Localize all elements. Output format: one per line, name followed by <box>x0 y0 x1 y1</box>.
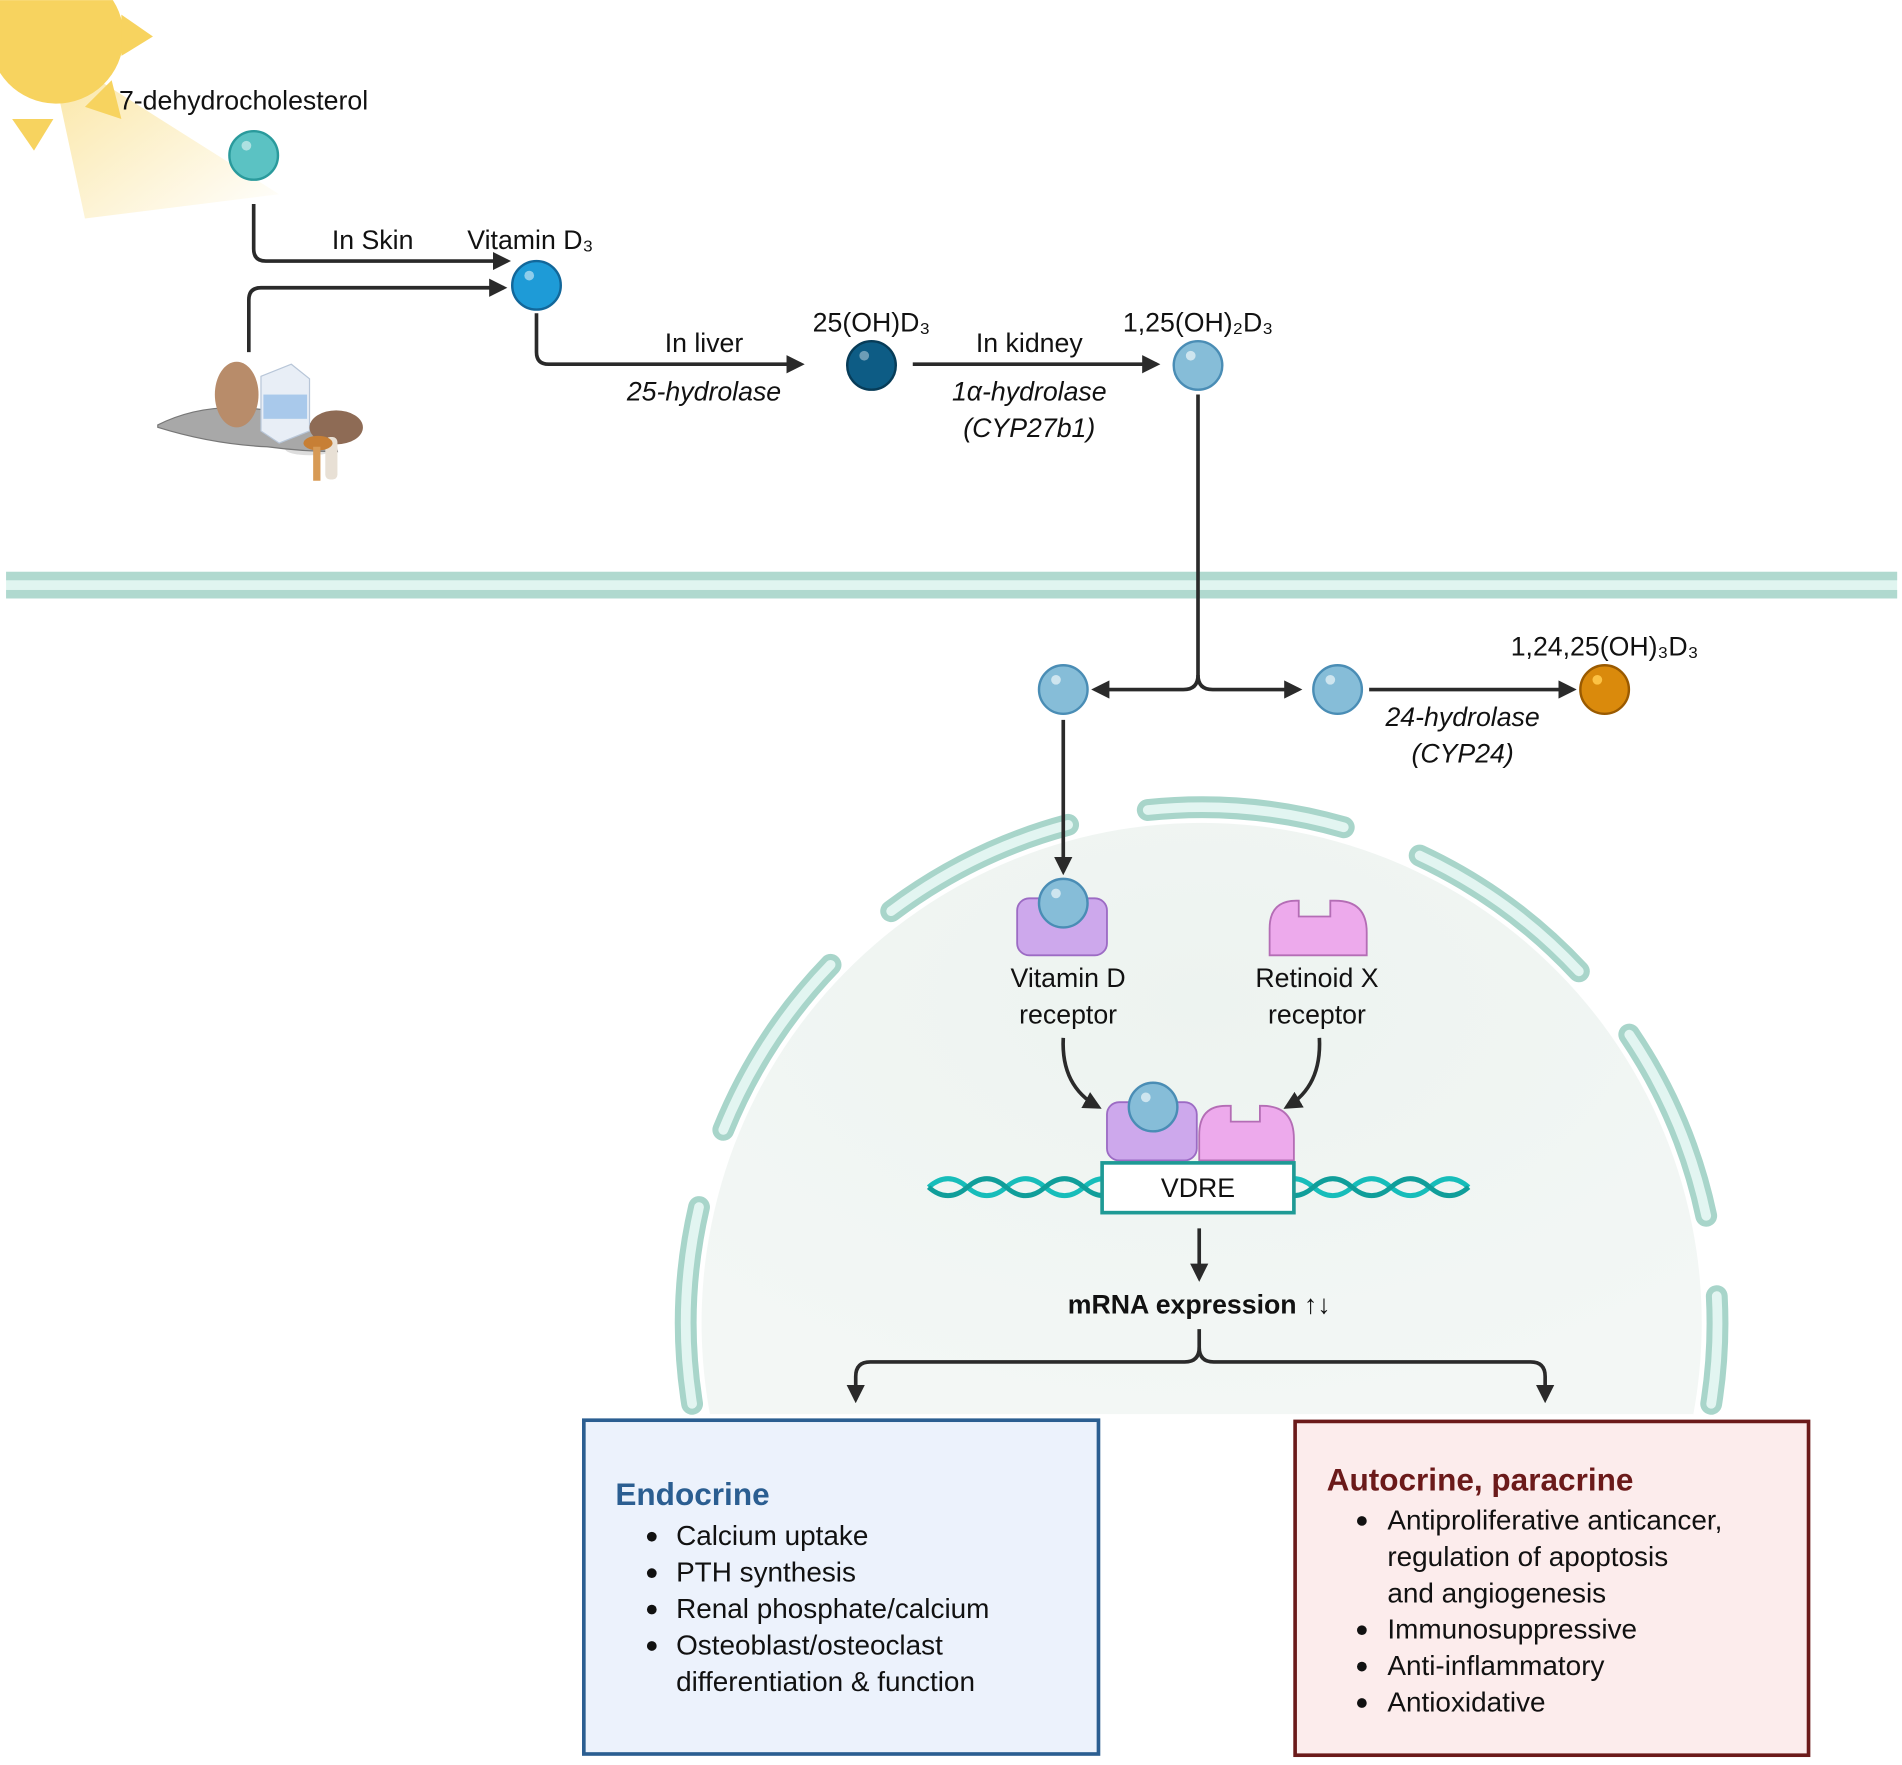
vdre-box <box>1100 1161 1296 1215</box>
endocrine-effects-box: Endocrine Calcium uptake PTH synthesis R… <box>582 1418 1101 1756</box>
rxr-binding-arrow <box>1283 1037 1322 1109</box>
skin-arrow <box>251 203 512 271</box>
nuclear-envelope-segment <box>1414 850 1584 977</box>
dna-helix <box>926 1176 1471 1199</box>
endocrine-item: Renal phosphate/calcium <box>676 1593 989 1624</box>
vdr-binding-arrow <box>1061 1037 1102 1109</box>
liver-step-label: In liver <box>665 328 744 358</box>
retinoid-x-receptor <box>1268 899 1368 957</box>
endocrine-title: Endocrine <box>615 1476 769 1512</box>
inactive-product-label: 1,24,25(OH)₃D₃ <box>1511 632 1699 662</box>
endocrine-item: PTH synthesis <box>676 1557 856 1588</box>
nuclear-envelope-segment <box>1706 1291 1723 1409</box>
liver-arrow <box>534 313 805 374</box>
vdr-label: Vitamin D <box>1011 963 1126 993</box>
calcidiol-molecule <box>846 339 897 391</box>
endocrine-item-continued: differentiation & function <box>676 1666 975 1697</box>
calcitriol-inactivation-branch <box>1196 674 1303 699</box>
endocrine-item: Calcium uptake <box>676 1520 868 1551</box>
cell-membrane <box>6 571 1898 599</box>
precursor-label: 7-dehydrocholesterol <box>119 85 368 115</box>
autocrine-paracrine-effects-box: Autocrine, paracrine Antiproliferative a… <box>1293 1419 1811 1758</box>
autocrine-title: Autocrine, paracrine <box>1327 1462 1634 1498</box>
vitamin-d3-molecule <box>511 259 562 311</box>
endocrine-item: Osteoblast/osteoclast <box>676 1629 943 1660</box>
sun-icon <box>0 0 280 219</box>
kidney-enzyme-gene-label: (CYP27b1) <box>963 413 1095 443</box>
rxr-label: Retinoid X <box>1255 963 1378 993</box>
rxr-label-2: receptor <box>1268 999 1366 1029</box>
calcitriol-label: 1,25(OH)₂D₃ <box>1123 307 1273 337</box>
vitamin-d3-label: Vitamin D₃ <box>467 225 593 255</box>
nuclear-envelope-segment <box>1624 1029 1712 1221</box>
calcitriol-molecule-inactivation <box>1312 664 1364 715</box>
skin-step-label: In Skin <box>332 225 414 255</box>
calcitriol-molecule-active <box>1037 664 1089 715</box>
autocrine-item: Antioxidative <box>1387 1687 1545 1718</box>
nuclear-envelope-segment <box>718 959 836 1135</box>
autocrine-item: Immunosuppressive <box>1387 1614 1637 1645</box>
vitamin-d-receptor <box>1016 877 1108 957</box>
inactivation-enzyme-label: 24-hydrolase <box>1384 702 1539 732</box>
kidney-enzyme-label: 1α-hydrolase <box>952 377 1107 407</box>
autocrine-item: Antiproliferative anticancer, <box>1387 1504 1722 1535</box>
calcitriol-transport-line <box>1091 394 1200 699</box>
inactivation-enzyme-gene-label: (CYP24) <box>1411 738 1513 768</box>
calcidiol-label: 25(OH)D₃ <box>813 307 931 337</box>
liver-enzyme-label: 25-hydrolase <box>626 377 781 407</box>
autocrine-item: Anti-inflammatory <box>1387 1650 1604 1681</box>
dietary-sources-icon <box>157 361 363 481</box>
nucleus <box>674 796 1729 1415</box>
nuclear-envelope <box>674 796 1729 1415</box>
vdre-label: VDRE <box>1161 1173 1235 1203</box>
inactive-product-molecule <box>1579 664 1631 715</box>
nuclear-envelope-segment <box>886 819 1073 917</box>
diet-arrow <box>247 278 508 353</box>
autocrine-item-continued: and angiogenesis <box>1387 1577 1606 1608</box>
vdr-label-2: receptor <box>1019 999 1117 1029</box>
autocrine-item-continued: regulation of apoptosis <box>1387 1541 1668 1572</box>
nuclear-envelope-segment <box>1142 802 1349 833</box>
precursor-molecule <box>228 129 280 181</box>
effects-branch-right <box>1197 1347 1555 1404</box>
nuclear-envelope-segment <box>680 1202 704 1409</box>
mrna-expression-label: mRNA expression ↑↓ <box>1068 1289 1331 1319</box>
calcitriol-molecule <box>1172 339 1224 391</box>
vdr-rxr-heterodimer <box>1106 1081 1295 1162</box>
kidney-step-label: In kidney <box>976 328 1083 358</box>
